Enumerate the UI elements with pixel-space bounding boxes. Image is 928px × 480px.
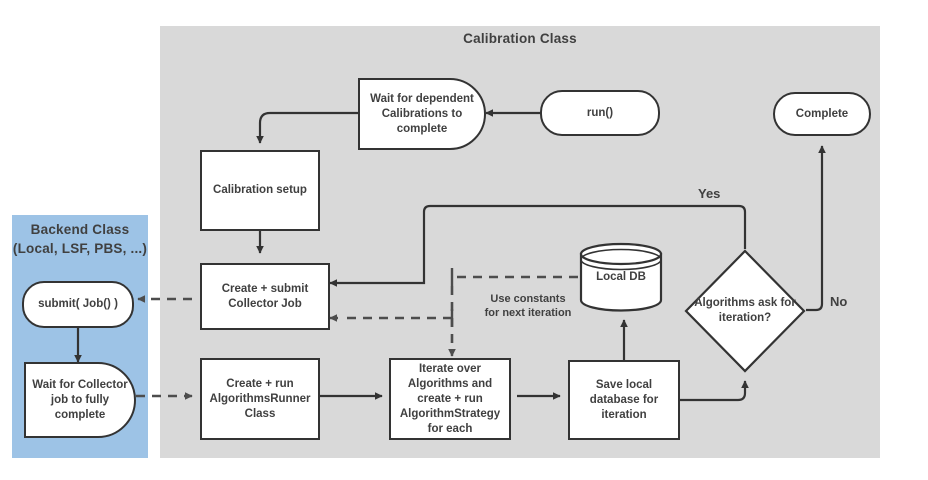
node-save-local-db[interactable]: Save local database for iteration bbox=[568, 360, 680, 440]
node-algorithms-ask-decision[interactable]: Algorithms ask for iteration? bbox=[684, 249, 806, 373]
node-wait-collector-job-label: Wait for Collector job to fully complete bbox=[32, 378, 128, 421]
node-save-local-db-label: Save local database for iteration bbox=[589, 378, 659, 421]
node-submit-job[interactable]: submit( Job() ) bbox=[22, 281, 134, 328]
node-wait-dependent[interactable]: Wait for dependent Calibrations to compl… bbox=[358, 78, 486, 150]
node-calibration-setup[interactable]: Calibration setup bbox=[200, 150, 320, 231]
node-complete[interactable]: Complete bbox=[773, 92, 871, 136]
edge-label-no: No bbox=[830, 294, 848, 309]
node-create-submit-collector[interactable]: Create + submit Collector Job bbox=[200, 263, 330, 330]
node-calibration-setup-label: Calibration setup bbox=[213, 184, 307, 196]
edge-label-use-constants-line1: Use constants bbox=[490, 293, 566, 305]
node-wait-dependent-label: Wait for dependent Calibrations to compl… bbox=[370, 92, 474, 135]
node-iterate-algorithms-label: Iterate over Algorithms and create + run… bbox=[399, 362, 501, 435]
edge-label-use-constants: Use constants for next iteration bbox=[468, 292, 588, 320]
node-complete-label: Complete bbox=[795, 107, 849, 120]
backend-class-title: Backend Class (Local, LSF, PBS, ...) bbox=[12, 220, 148, 258]
node-run-label: run() bbox=[586, 106, 614, 119]
edge-label-yes: Yes bbox=[698, 186, 721, 201]
node-create-submit-collector-label: Create + submit Collector Job bbox=[221, 282, 309, 310]
node-local-db[interactable]: Local DB bbox=[578, 241, 664, 313]
backend-class-title-line1: Backend Class bbox=[30, 222, 130, 237]
node-create-run-algorithmsrunner[interactable]: Create + run AlgorithmsRunner Class bbox=[200, 358, 320, 440]
backend-class-title-line2: (Local, LSF, PBS, ...) bbox=[12, 241, 148, 256]
node-local-db-label: Local DB bbox=[596, 271, 646, 283]
node-create-run-algorithmsrunner-label: Create + run AlgorithmsRunner Class bbox=[209, 377, 311, 420]
diamond-shape bbox=[684, 249, 806, 373]
node-wait-collector-job[interactable]: Wait for Collector job to fully complete bbox=[24, 362, 136, 438]
node-submit-job-label: submit( Job() ) bbox=[38, 298, 118, 310]
node-run[interactable]: run() bbox=[540, 90, 660, 136]
database-icon bbox=[579, 242, 663, 312]
edge-label-use-constants-line2: for next iteration bbox=[484, 307, 572, 319]
node-algorithms-ask-decision-label: Algorithms ask for iteration? bbox=[694, 297, 796, 324]
node-iterate-algorithms[interactable]: Iterate over Algorithms and create + run… bbox=[389, 358, 511, 440]
calibration-class-title: Calibration Class bbox=[463, 31, 577, 46]
